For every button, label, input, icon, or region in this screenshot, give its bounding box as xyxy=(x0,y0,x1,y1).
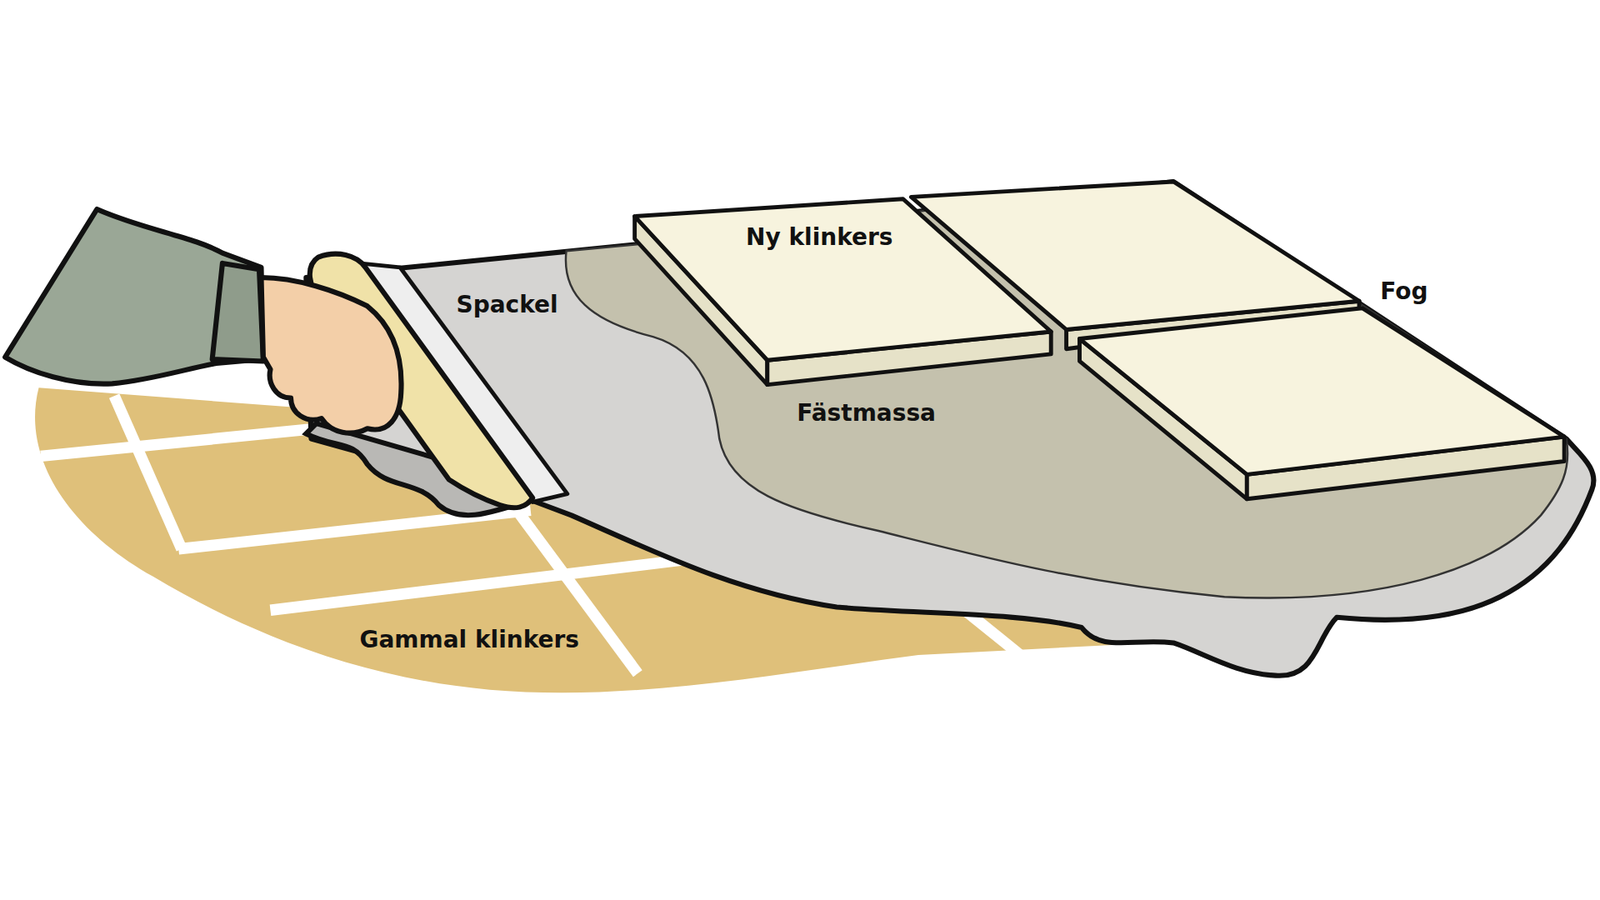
sleeve xyxy=(5,209,264,385)
new-tiles xyxy=(635,181,1565,500)
part-label: Fog xyxy=(1380,279,1428,305)
part-label: Gammal klinkers xyxy=(359,626,580,653)
cuff xyxy=(212,263,264,362)
fastmassa-layer xyxy=(565,181,1568,599)
hand xyxy=(260,277,401,434)
part-label: Fästmassa xyxy=(796,400,936,427)
part-label: Spackel xyxy=(455,292,558,319)
spackel-layer xyxy=(305,181,1594,676)
part-label: Ny klinkers xyxy=(745,225,894,251)
